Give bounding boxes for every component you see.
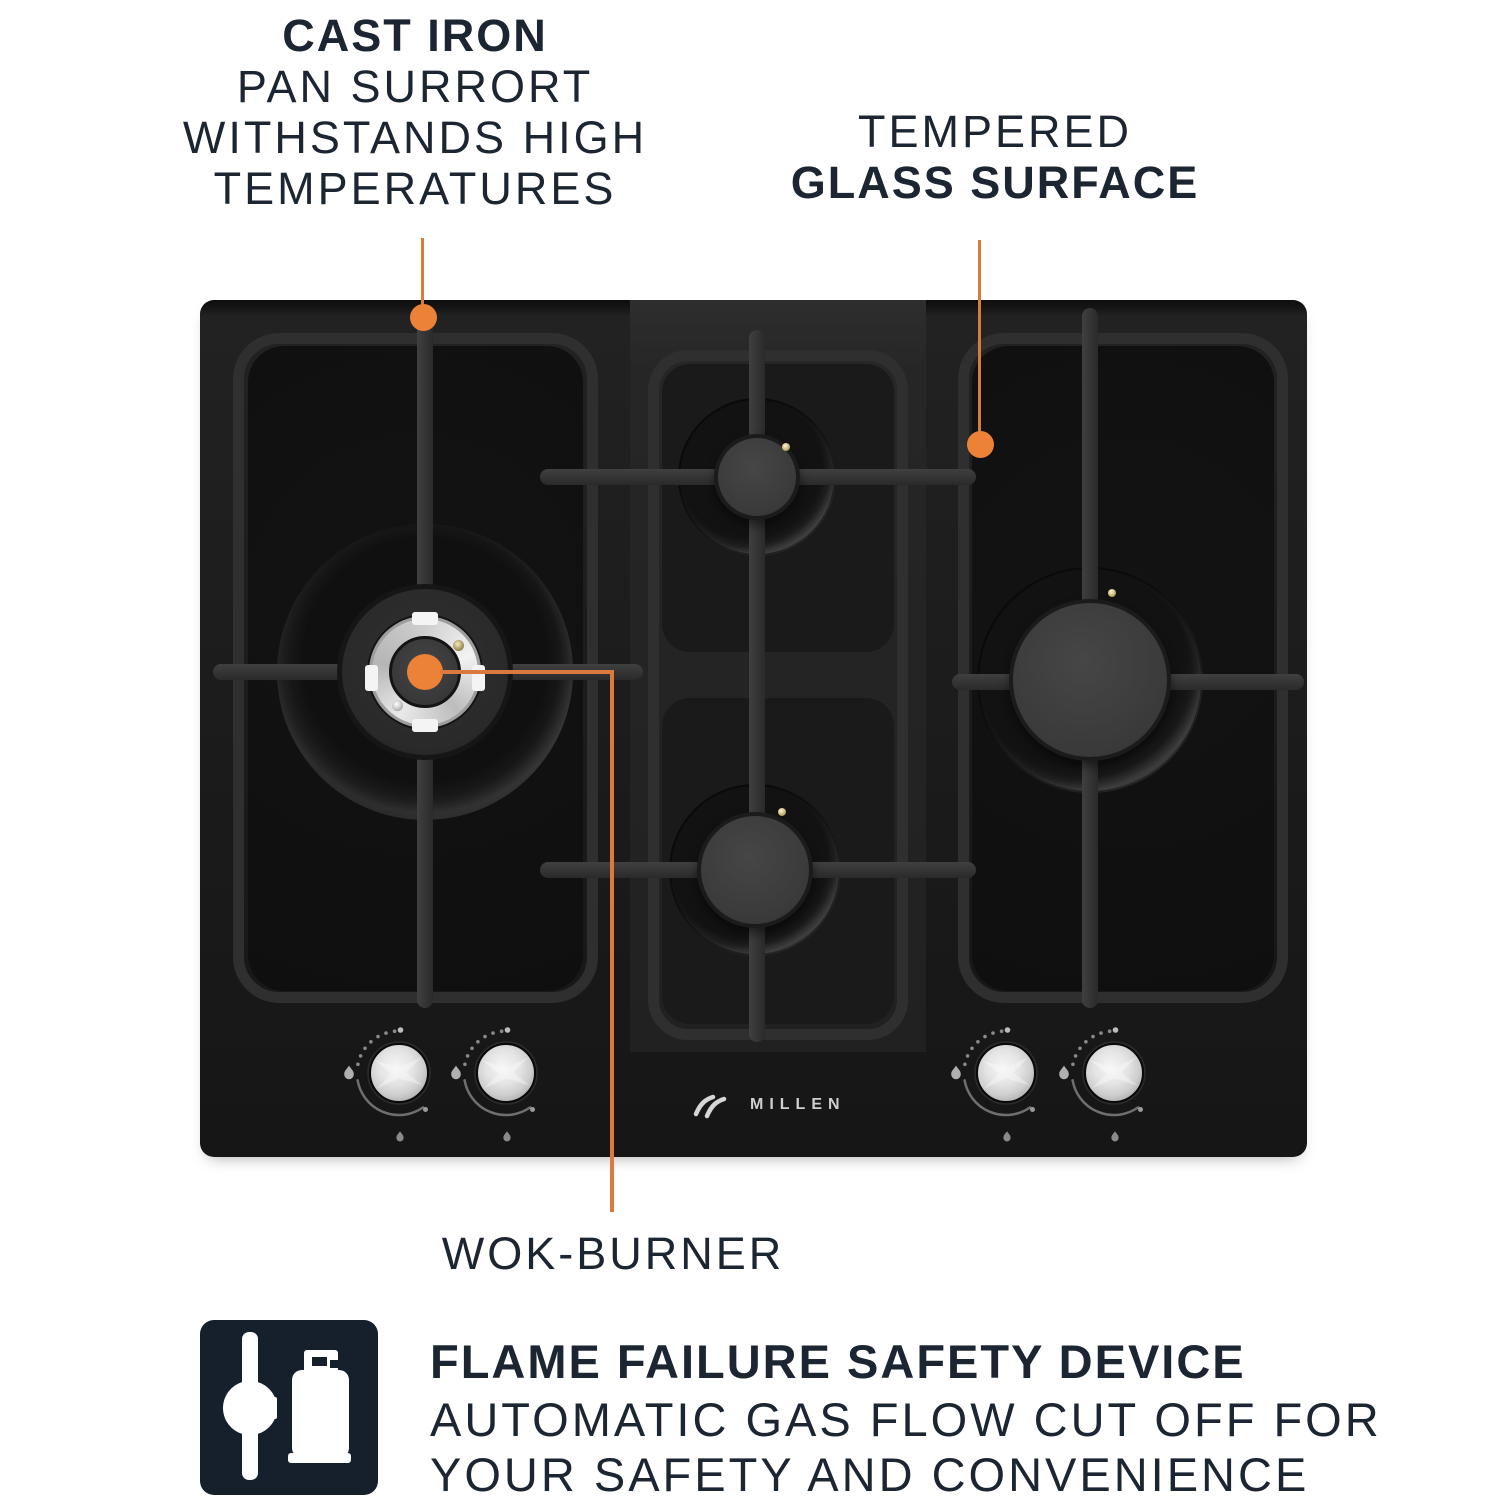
flame-icon: [951, 1065, 961, 1080]
gas-valve-and-cylinder-icon: [223, 1332, 351, 1480]
feature-subtitle-line1: AUTOMATIC GAS FLOW CUT OFF FOR: [430, 1393, 1382, 1446]
flame-icon: [344, 1065, 354, 1080]
wok-burner-segment: [412, 612, 438, 625]
wok-burner-center: [389, 636, 461, 708]
feature-subtitle-line2: YOUR SAFETY AND CONVENIENCE: [430, 1448, 1310, 1500]
flame-icon: [1059, 1065, 1069, 1080]
wok-burner-segment: [412, 719, 438, 732]
tempered-glass-callout-label: TEMPERED GLASS SURFACE: [745, 106, 1245, 208]
cast-iron-callout-line: [421, 238, 424, 306]
cast-iron-line1: CAST IRON: [282, 10, 548, 61]
wok-thermocouple: [392, 700, 403, 711]
brand-logo-mark: [693, 1094, 727, 1119]
flame-min-icon: [503, 1131, 511, 1142]
tempered-line2: GLASS SURFACE: [790, 157, 1200, 208]
auxiliary-burner-igniter: [782, 443, 790, 451]
control-knob-2: [451, 1027, 538, 1142]
knob-max-marker: [397, 1027, 404, 1033]
control-knob-4: [1059, 1027, 1146, 1142]
tempered-line1: TEMPERED: [857, 106, 1133, 157]
feature-title: FLAME FAILURE SAFETY DEVICE: [430, 1335, 1246, 1388]
pan-support-frame-center: [648, 350, 908, 1040]
flame-min-icon: [396, 1131, 404, 1142]
large-burner-igniter: [1108, 589, 1116, 597]
control-knob-1: [344, 1027, 431, 1142]
large-burner-cap: [1009, 599, 1171, 761]
wok-burner-segment: [365, 665, 378, 691]
medium-burner-cap: [697, 812, 813, 928]
wok-burner-segment: [472, 665, 485, 691]
cast-iron-line4: TEMPERATURES: [213, 163, 617, 214]
flame-min-icon: [1111, 1131, 1119, 1142]
pan-support-frame-right: [958, 333, 1288, 1003]
gas-hob: MILLEN: [200, 300, 1307, 1157]
cast-iron-line2: PAN SURRORT: [236, 61, 594, 112]
wok-burner-label-text: WOK-BURNER: [441, 1228, 785, 1279]
medium-burner-igniter: [778, 808, 786, 816]
flame-min-icon: [1003, 1131, 1011, 1142]
flame-icon: [451, 1065, 461, 1080]
control-knob-3: [951, 1027, 1038, 1142]
wok-igniter: [453, 640, 464, 651]
cast-iron-callout-label: CAST IRON PAN SURRORT WITHSTANDS HIGH TE…: [115, 10, 715, 214]
wok-burner-label: WOK-BURNER: [363, 1228, 863, 1279]
brand-name: MILLEN: [750, 1096, 846, 1113]
flame-failure-icon-tile: [200, 1320, 378, 1495]
cast-iron-line3: WITHSTANDS HIGH: [182, 112, 648, 163]
brand-logo: MILLEN: [692, 1090, 846, 1120]
